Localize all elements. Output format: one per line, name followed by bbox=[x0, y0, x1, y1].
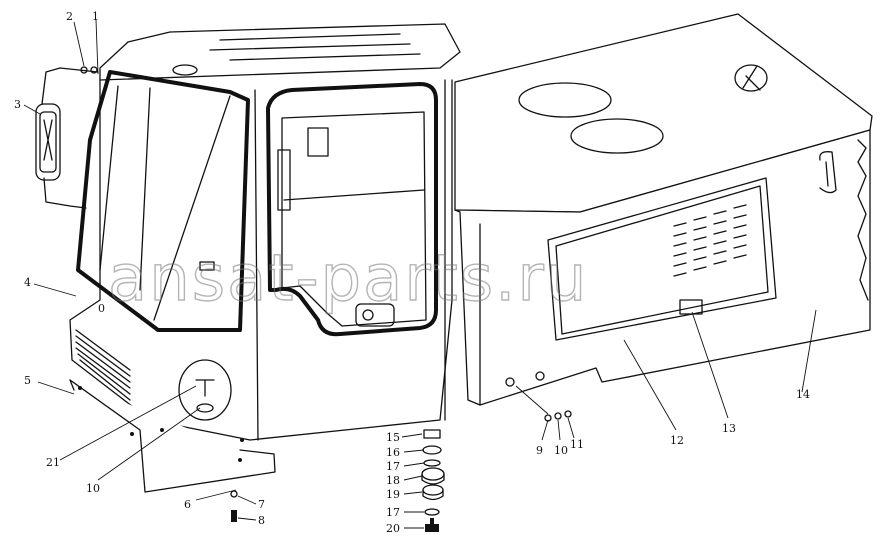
fastener-stack bbox=[421, 429, 445, 532]
svg-text:0: 0 bbox=[98, 302, 105, 315]
callout-4: 4 bbox=[24, 276, 31, 289]
engine-hood bbox=[454, 13, 873, 422]
callout-16: 16 bbox=[386, 446, 400, 459]
operator-cab: 0 bbox=[69, 23, 461, 493]
callout-17-top: 17 bbox=[386, 460, 400, 473]
callout-12: 12 bbox=[670, 434, 684, 447]
callout-labels: 1 2 3 4 5 6 7 8 9 10 10 11 12 13 14 15 1… bbox=[14, 10, 810, 535]
side-mirror bbox=[35, 66, 99, 209]
callout-2: 2 bbox=[66, 10, 73, 23]
front-grille bbox=[75, 329, 131, 401]
vent-louvres bbox=[673, 204, 747, 277]
callout-15: 15 bbox=[386, 431, 400, 444]
leader-lines bbox=[23, 19, 817, 529]
latch-small-icon bbox=[199, 261, 215, 271]
callout-5: 5 bbox=[24, 374, 31, 387]
callout-7: 7 bbox=[258, 498, 265, 511]
door-hinge-icon bbox=[277, 149, 291, 211]
callout-8: 8 bbox=[258, 514, 265, 527]
callout-17-bottom: 17 bbox=[386, 506, 400, 519]
watermark: ansat-parts.ru bbox=[108, 242, 588, 316]
callout-6: 6 bbox=[184, 498, 191, 511]
callout-10-right: 10 bbox=[554, 444, 568, 457]
callout-14: 14 bbox=[796, 388, 810, 401]
callout-18: 18 bbox=[386, 474, 400, 487]
callout-1: 1 bbox=[92, 10, 99, 23]
latch-icon bbox=[679, 299, 703, 315]
callout-21: 21 bbox=[46, 456, 60, 469]
door-lock-icon bbox=[307, 127, 329, 157]
callout-20: 20 bbox=[386, 522, 400, 535]
callout-3: 3 bbox=[14, 98, 21, 111]
callout-9: 9 bbox=[536, 444, 543, 457]
door-handle-icon bbox=[355, 303, 395, 327]
callout-11: 11 bbox=[570, 438, 584, 451]
callout-13: 13 bbox=[722, 422, 736, 435]
callout-10-left: 10 bbox=[86, 482, 100, 495]
callout-19: 19 bbox=[386, 488, 400, 501]
